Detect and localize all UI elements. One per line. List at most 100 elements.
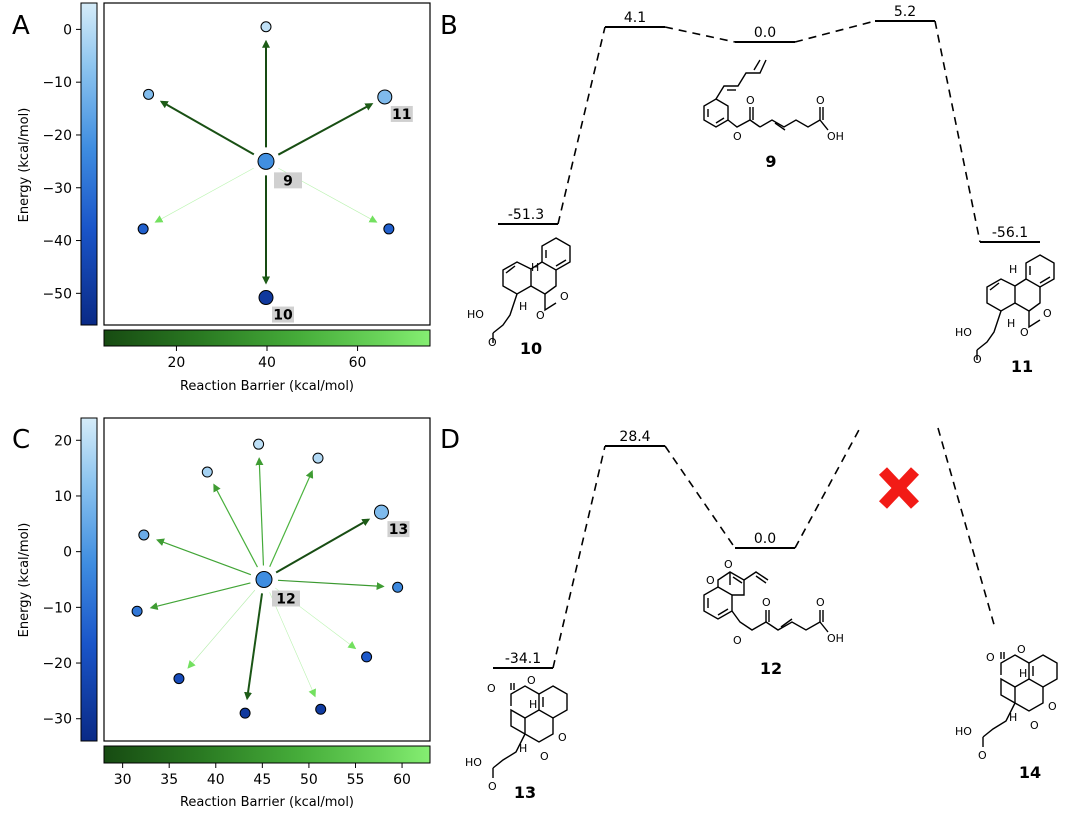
molecule-10-structure <box>492 237 571 343</box>
x-tick-label: 30 <box>114 772 132 788</box>
x-tick-label: 20 <box>168 355 186 371</box>
barrier-axis-label-a: Reaction Barrier (kcal/mol) <box>180 379 354 394</box>
node-label: 13 <box>389 522 408 538</box>
molecule-9-atoms: O O O OH <box>733 94 844 143</box>
x-tick-label: 55 <box>347 772 365 788</box>
energy-label-ts2: 5.2 <box>894 4 916 20</box>
svg-text:O: O <box>986 651 995 664</box>
reaction-arrow <box>156 538 252 576</box>
reaction-arrow <box>275 518 371 574</box>
node-label-bg <box>272 306 294 323</box>
x-tick-label: 40 <box>207 772 225 788</box>
compound-label-14: 14 <box>1019 763 1041 782</box>
y-tick-label: −10 <box>42 600 72 616</box>
panel-label-d: D <box>440 425 460 455</box>
product-node <box>361 651 373 663</box>
product-node <box>383 223 395 235</box>
plot-frame-a <box>103 2 431 326</box>
barrier-colorbar-a <box>103 329 431 347</box>
node-label: 11 <box>392 107 411 123</box>
molecule-9-structure <box>703 59 829 131</box>
y-axis-a: 0−10−20−30−40−50 <box>42 22 81 302</box>
molecule-14-structure <box>982 652 1058 747</box>
blocked-path-cross-icon <box>878 467 920 509</box>
energy-colorbar-c <box>80 417 98 742</box>
product-node <box>138 529 150 541</box>
svg-text:H: H <box>1019 667 1027 680</box>
svg-text:HO: HO <box>955 326 972 339</box>
energy-colorbar-a <box>80 2 98 326</box>
svg-text:O: O <box>973 353 982 366</box>
svg-text:H: H <box>1007 317 1015 330</box>
x-tick-label: 50 <box>300 772 318 788</box>
barrier-colorbar-c <box>103 745 431 764</box>
product-node <box>239 707 251 719</box>
y-axis-label-a: Energy (kcal/mol) <box>17 108 32 223</box>
svg-text:H: H <box>531 261 539 274</box>
compound-label-9: 9 <box>765 152 776 171</box>
panel-b-energy-profile <box>498 20 1040 243</box>
reaction-arrow <box>154 167 254 223</box>
reaction-arrow <box>255 457 265 566</box>
panel-b-energy-labels: -51.3 4.1 0.0 5.2 -56.1 <box>508 4 1028 241</box>
plot-frame-c <box>103 417 431 742</box>
molecule-13-atoms: O O H H O O HO O <box>465 674 567 793</box>
molecule-11-structure <box>976 254 1055 360</box>
y-tick-label: −50 <box>42 286 72 302</box>
connector-b <box>557 20 981 243</box>
energy-label-13: -34.1 <box>505 651 541 667</box>
x-tick-label: 60 <box>349 355 367 371</box>
svg-text:O: O <box>706 574 715 587</box>
svg-text:O: O <box>487 682 496 695</box>
product-node <box>201 466 213 478</box>
svg-text:OH: OH <box>827 130 844 143</box>
center-node <box>255 571 273 588</box>
y-tick-label: 20 <box>54 433 72 449</box>
reaction-arrow <box>269 469 314 567</box>
svg-text:OH: OH <box>827 632 844 645</box>
x-tick-label: 60 <box>393 772 411 788</box>
x-axis-c: 30 35 40 45 50 55 60 <box>114 763 411 788</box>
center-label-bg <box>272 590 300 607</box>
center-node <box>257 152 275 170</box>
svg-text:O: O <box>762 596 771 609</box>
energy-label-10: -51.3 <box>508 207 544 223</box>
svg-text:O: O <box>527 674 536 687</box>
product-node <box>373 504 389 520</box>
y-tick-label: −40 <box>42 234 72 250</box>
svg-text:O: O <box>724 558 733 571</box>
molecule-13-structure <box>492 683 568 778</box>
svg-text:O: O <box>560 290 569 303</box>
x-tick-label: 35 <box>160 772 178 788</box>
svg-text:O: O <box>488 780 497 793</box>
connector-d <box>552 427 996 669</box>
molecule-11-atoms: H H O O HO O <box>955 263 1052 366</box>
svg-text:O: O <box>1017 643 1026 656</box>
reaction-arrow <box>269 592 316 698</box>
molecule-14-atoms: O O H H O O HO O <box>955 643 1057 762</box>
product-node <box>260 21 272 33</box>
center-label: 12 <box>276 592 295 608</box>
node-label-bg <box>390 105 413 122</box>
y-tick-label: 0 <box>63 545 72 561</box>
svg-text:O: O <box>1043 307 1052 320</box>
svg-text:O: O <box>488 336 497 349</box>
molecule-12-structure <box>703 571 829 633</box>
y-tick-label: −20 <box>42 128 72 144</box>
svg-text:O: O <box>978 749 987 762</box>
product-node <box>143 88 155 100</box>
svg-text:O: O <box>733 130 742 143</box>
compound-label-13: 13 <box>514 783 536 802</box>
center-label: 9 <box>283 173 293 189</box>
x-axis-a: 20 40 60 <box>168 346 367 371</box>
node-label-bg <box>387 521 410 538</box>
molecule-10-atoms: H H O O HO O <box>467 261 569 349</box>
barrier-axis-label-c: Reaction Barrier (kcal/mol) <box>180 795 354 810</box>
x-tick-label: 40 <box>258 355 276 371</box>
x-tick-label: 45 <box>253 772 271 788</box>
product-node <box>377 89 393 105</box>
compound-label-10: 10 <box>520 339 542 358</box>
energy-label-11: -56.1 <box>992 225 1028 241</box>
